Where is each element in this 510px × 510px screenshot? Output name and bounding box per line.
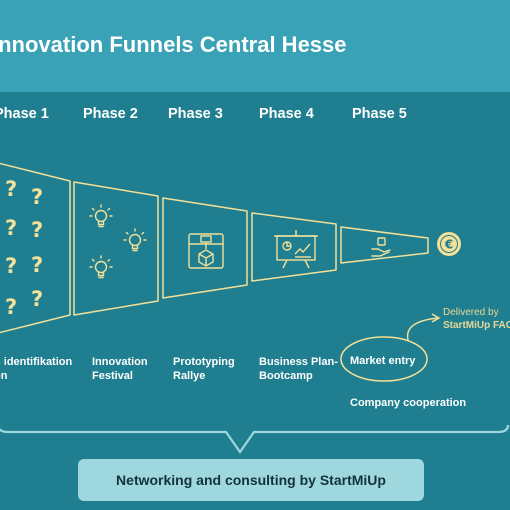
market-entry-highlight <box>340 336 428 382</box>
stage-3-line-2: Rallye <box>173 370 206 382</box>
delivered-by-line-2: StartMiUp FAC <box>443 319 510 331</box>
question-mark-icon: ? <box>31 185 43 209</box>
lightbulb-icon <box>89 255 113 279</box>
question-mark-icon: ? <box>31 253 43 277</box>
phase-5-label: Phase 5 <box>352 106 407 122</box>
stage-4-line-2: Bootcamp <box>259 370 313 382</box>
stage-1-line-2: on <box>0 370 8 382</box>
stage-2-line-2: Festival <box>92 370 133 382</box>
question-mark-icon: ? <box>31 218 43 242</box>
phase-3-label: Phase 3 <box>168 106 223 122</box>
lightbulb-icon <box>123 228 147 252</box>
question-mark-icon: ? <box>5 295 17 319</box>
question-mark-icon: ? <box>5 216 17 240</box>
company-cooperation-label: Company cooperation <box>350 397 467 409</box>
stage-1-label: n identifikation on <box>0 355 72 383</box>
stage-3-label: Prototyping Rallye <box>173 355 235 383</box>
networking-box: Networking and consulting by StartMiUp <box>78 459 424 501</box>
header-bar: Innovation Funnels Central Hesse <box>0 0 510 92</box>
stage-1-line-1: n identifikation <box>0 356 73 368</box>
delivered-arrow <box>406 317 439 341</box>
lightbulb-icon <box>89 204 113 228</box>
stage-4-label: Business Plan- Bootcamp <box>259 355 338 383</box>
delivered-by-note: Delivered by StartMiUp FAC <box>443 307 510 332</box>
3d-printer-icon <box>188 233 224 269</box>
stage-3-line-1: Prototyping <box>173 356 235 368</box>
phase-4-label: Phase 4 <box>259 106 314 122</box>
funnel-segment-1 <box>0 162 71 334</box>
funnel-segment-2 <box>73 181 159 316</box>
delivered-by-line-1: Delivered by <box>443 307 499 318</box>
bracket-line <box>0 424 510 454</box>
page-title: Innovation Funnels Central Hesse <box>0 32 347 57</box>
funnel-segment-4 <box>251 212 337 282</box>
presentation-board-icon <box>274 230 318 269</box>
networking-label: Networking and consulting by StartMiUp <box>116 472 386 488</box>
funnel-segment-5 <box>340 226 429 264</box>
stage-4-line-1: Business Plan- <box>259 356 338 368</box>
question-mark-icon: ? <box>5 254 17 278</box>
euro-coin-icon: € <box>437 232 461 256</box>
stage-2-line-1: Innovation <box>92 356 148 368</box>
phase-1-label: Phase 1 <box>0 106 49 122</box>
euro-symbol: € <box>444 238 453 252</box>
market-entry-label: Market entry <box>350 355 416 367</box>
funnel-segment-3 <box>162 197 248 299</box>
hand-coin-icon <box>371 237 391 257</box>
phase-2-label: Phase 2 <box>83 106 138 122</box>
stage-2-label: Innovation Festival <box>92 355 148 383</box>
question-mark-icon: ? <box>5 177 17 201</box>
question-mark-icon: ? <box>31 287 43 311</box>
